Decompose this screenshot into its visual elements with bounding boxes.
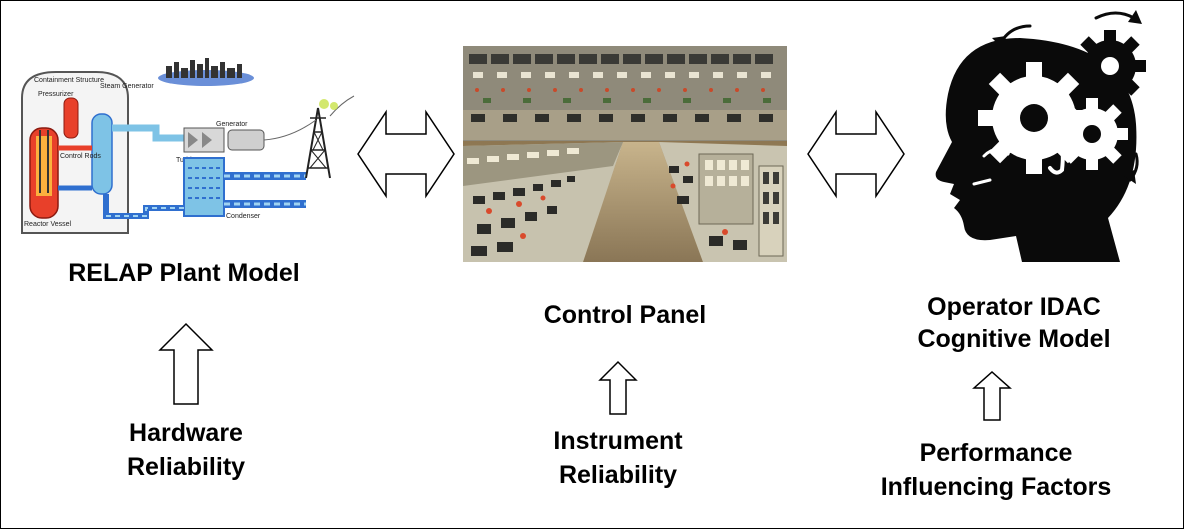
hardware-reliability-line2: Reliability [126, 453, 246, 481]
head-with-gears-icon [935, 10, 1146, 262]
instrument-reliability-line1: Instrument [553, 427, 683, 455]
double-arrow-plant-panel [357, 109, 455, 199]
gear-icon [978, 62, 1090, 174]
gear-icon [1074, 30, 1146, 102]
performance-factors-line2: Influencing Factors [880, 473, 1112, 501]
performance-factors-line1: Performance [919, 439, 1073, 467]
up-arrow-hardware [158, 322, 214, 405]
nuclear-plant-schematic-image: Containment Structure Pressurizer Steam … [21, 58, 355, 234]
gear-icon [1056, 98, 1128, 170]
schematic-label: Control Rods [60, 153, 101, 160]
control-panel-title: Control Panel [543, 301, 707, 329]
plant-model-title: RELAP Plant Model [68, 259, 300, 287]
schematic-label: Reactor Vessel [24, 221, 72, 228]
city-skyline-icon [158, 58, 254, 86]
operator-model-title-line2: Cognitive Model [917, 325, 1111, 353]
schematic-label: Steam Generator [100, 83, 154, 90]
hardware-reliability-line1: Hardware [129, 419, 243, 447]
schematic-label: Generator [216, 121, 248, 128]
schematic-label: Containment Structure [34, 77, 104, 84]
up-arrow-performance [972, 370, 1012, 421]
operator-model-title-line1: Operator IDAC [927, 293, 1101, 321]
schematic-label: Condenser [226, 213, 261, 220]
double-arrow-panel-operator [807, 109, 905, 199]
up-arrow-instrument [598, 360, 638, 415]
control-room-photo [463, 46, 787, 262]
instrument-reliability-line2: Reliability [558, 461, 678, 489]
schematic-label: Pressurizer [38, 91, 74, 98]
transmission-tower-icon [305, 107, 331, 179]
